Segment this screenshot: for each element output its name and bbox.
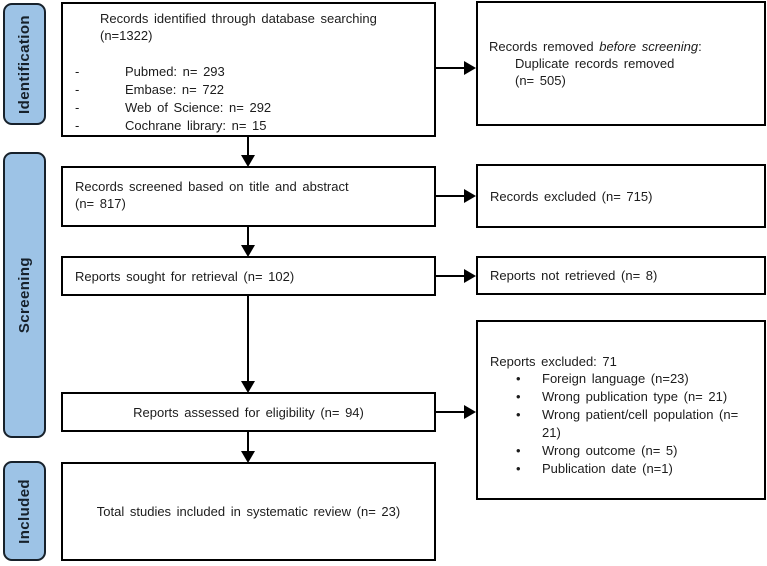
list-item: - Web of Science: n= 292 (75, 99, 434, 117)
list-item: - Cochrane library: n= 15 (75, 117, 434, 135)
stage-identification-label: Identification (16, 14, 33, 114)
dot-bullet: • (516, 389, 521, 404)
records-screened-count: (n= 817) (75, 196, 126, 211)
dash-bullet: - (75, 64, 80, 79)
dot-bullet: • (516, 461, 521, 476)
list-item: • Wrong patient/cell population (n= 21) (490, 406, 760, 442)
dot-bullet: • (516, 371, 521, 386)
total-included-text: Total studies included in systematic rev… (96, 504, 401, 519)
source-web-of-science: Web of Science: n= 292 (125, 100, 272, 115)
source-cochrane: Cochrane library: n= 15 (125, 118, 267, 133)
records-removed-italic: before screening (599, 39, 699, 54)
list-item: - Embase: n= 722 (75, 81, 434, 99)
database-source-list: - Pubmed: n= 293 - Embase: n= 722 - Web … (63, 63, 434, 135)
arrow-down-icon (241, 137, 255, 167)
list-item: • Publication date (n=1) (490, 460, 760, 478)
list-item: • Wrong outcome (n= 5) (490, 442, 760, 460)
dash-bullet: - (75, 82, 80, 97)
arrow-down-icon (241, 432, 255, 463)
records-screened-title: Records screened based on title and abst… (75, 179, 349, 194)
arrow-down-icon (241, 296, 255, 393)
box-reports-assessed: Reports assessed for eligibility (n= 94) (61, 392, 436, 432)
reports-assessed-text: Reports assessed for eligibility (n= 94) (133, 404, 364, 420)
reason-wrong-outcome: Wrong outcome (n= 5) (542, 443, 678, 458)
duplicates-removed-text: Duplicate records removed (515, 56, 675, 71)
dash-bullet: - (75, 118, 80, 133)
records-identified-count: (n=1322) (100, 28, 153, 43)
stage-screening: Screening (3, 152, 46, 438)
stage-identification: Identification (3, 3, 46, 125)
reason-publication-date: Publication date (n=1) (542, 461, 673, 476)
box-reports-not-retrieved: Reports not retrieved (n= 8) (476, 256, 766, 295)
reports-not-retrieved-text: Reports not retrieved (n= 8) (490, 268, 658, 283)
dot-bullet: • (516, 443, 521, 458)
duplicates-removed-count: (n= 505) (515, 73, 566, 88)
reports-excluded-header: Reports excluded: 71 (490, 354, 617, 369)
reason-publication-type: Wrong publication type (n= 21) (542, 389, 728, 404)
arrow-right-icon (436, 61, 476, 75)
records-identified-title: Records identified through database sear… (100, 11, 377, 26)
exclusion-reason-list: • Foreign language (n=23) • Wrong public… (490, 370, 760, 478)
arrow-right-icon (436, 405, 476, 419)
arrow-down-icon (241, 227, 255, 257)
reports-sought-text: Reports sought for retrieval (n= 102) (75, 268, 295, 284)
list-item: - Pubmed: n= 293 (75, 63, 434, 81)
arrow-right-icon (436, 269, 476, 283)
box-records-excluded: Records excluded (n= 715) (476, 164, 766, 228)
box-records-screened: Records screened based on title and abst… (61, 166, 436, 227)
stage-screening-label: Screening (16, 256, 33, 334)
stage-included: Included (3, 461, 46, 561)
box-records-removed: Records removed before screening: Duplic… (476, 1, 766, 126)
records-excluded-text: Records excluded (n= 715) (490, 188, 653, 204)
box-records-identified: Records identified through database sear… (61, 2, 436, 137)
dash-bullet: - (75, 100, 80, 115)
box-reports-sought: Reports sought for retrieval (n= 102) (61, 256, 436, 296)
records-removed-suffix: : (698, 39, 702, 54)
records-removed-title: Records removed before screening: (489, 38, 764, 55)
dot-bullet: • (516, 407, 521, 422)
source-embase: Embase: n= 722 (125, 82, 225, 97)
list-item: • Wrong publication type (n= 21) (490, 388, 760, 406)
arrow-right-icon (436, 189, 476, 203)
box-total-included: Total studies included in systematic rev… (61, 462, 436, 561)
records-removed-prefix: Records removed (489, 39, 600, 54)
box-reports-excluded: Reports excluded: 71 • Foreign language … (476, 320, 766, 500)
reason-patient-population: Wrong patient/cell population (n= 21) (542, 407, 739, 440)
list-item: • Foreign language (n=23) (490, 370, 760, 388)
stage-included-label: Included (16, 478, 33, 544)
reason-foreign-language: Foreign language (n=23) (542, 371, 689, 386)
source-pubmed: Pubmed: n= 293 (125, 64, 225, 79)
